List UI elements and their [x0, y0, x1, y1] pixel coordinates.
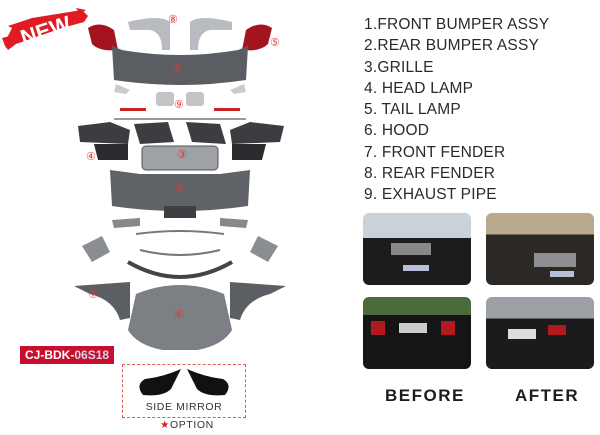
parts-list-item: 7. FRONT FENDER	[364, 143, 506, 161]
rear-fender-left	[128, 18, 170, 50]
head-lamp-right	[232, 144, 266, 160]
front-bumper	[110, 170, 250, 211]
product-code-tag: CJ-BDK-06S18	[20, 346, 115, 364]
hood	[128, 285, 232, 350]
front-fender-left	[74, 282, 130, 320]
front-fender-right	[230, 282, 286, 320]
parts-list-item: 9. EXHAUST PIPE	[364, 186, 497, 204]
parts-list-item: 4. HEAD LAMP	[364, 79, 474, 97]
option-note: ★OPTION	[160, 419, 214, 431]
parts-list: 1.FRONT BUMPER ASSY 2.REAR BUMPER ASSY 3…	[364, 14, 549, 206]
mirror-left-icon	[139, 369, 181, 396]
exhaust-tip-right	[186, 92, 204, 106]
option-text: OPTION	[170, 419, 214, 431]
callout-6: ⑥	[174, 309, 184, 321]
callout-8: ⑧	[168, 14, 178, 26]
parts-list-item: 8. REAR FENDER	[364, 165, 496, 183]
product-code-suffix: 06S18	[74, 348, 110, 362]
mirror-right-icon	[187, 369, 229, 396]
after-rear-photo	[486, 297, 594, 369]
parts-list-item: 5. TAIL LAMP	[364, 101, 461, 119]
parts-list-item: 1.FRONT BUMPER ASSY	[364, 16, 550, 33]
side-mirror-box: SIDE MIRROR	[122, 364, 246, 418]
callout-1: ①	[174, 183, 184, 195]
before-label: BEFORE	[385, 386, 465, 405]
before-front-photo	[363, 213, 471, 285]
before-rear-photo	[363, 297, 471, 369]
after-front-photo	[486, 213, 594, 285]
callout-5: ⑤	[270, 37, 280, 49]
exhaust-tip-left	[156, 92, 174, 106]
rear-bumper	[112, 46, 248, 85]
side-mirror-label: SIDE MIRROR	[145, 401, 223, 413]
parts-list-item: 2.REAR BUMPER ASSY	[364, 37, 540, 55]
tail-lamp-right	[242, 24, 272, 51]
parts-diagram: ⑧ ⑤ ② ⑨ ④ ③ ① ⑦ ⑥	[70, 10, 300, 350]
parts-list-item: 6. HOOD	[364, 122, 430, 140]
callout-7: ⑦	[88, 289, 98, 301]
after-label: AFTER	[515, 386, 580, 405]
tail-lamp-left	[88, 24, 118, 51]
head-lamp-left	[94, 144, 128, 160]
parts-list-item: 3.GRILLE	[364, 58, 434, 76]
callout-2: ②	[172, 63, 182, 75]
new-banner-text: NEW	[17, 11, 74, 51]
callout-4: ④	[86, 151, 96, 163]
product-code-prefix: CJ-BDK-	[25, 348, 75, 362]
callout-3: ③	[177, 149, 187, 161]
grille	[141, 145, 219, 171]
new-banner: NEW	[2, 8, 90, 52]
star-icon: ★	[160, 419, 171, 431]
callout-9: ⑨	[174, 99, 184, 111]
rear-fender-right	[190, 18, 232, 50]
